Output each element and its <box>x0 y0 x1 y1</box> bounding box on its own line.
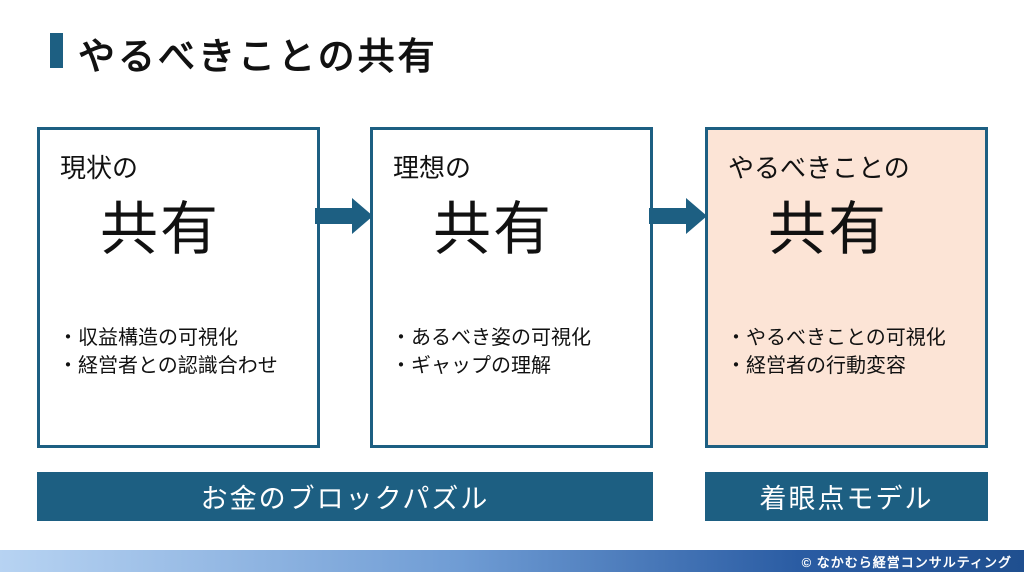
step-bullets: ・あるべき姿の可視化 ・ギャップの理解 <box>391 324 642 381</box>
step-main-text: 共有 <box>100 197 221 262</box>
bullet-item: ・経営者の行動変容 <box>726 355 906 378</box>
title-accent-bar <box>50 33 63 68</box>
bullet-item: ・経営者との認識合わせ <box>58 355 278 378</box>
step-bullets: ・収益構造の可視化 ・経営者との認識合わせ <box>58 324 309 381</box>
step-main-text: 共有 <box>768 197 889 262</box>
copyright-text: © なかむら経営コンサルティング <box>801 554 1012 570</box>
step-bullets: ・やるべきことの可視化 ・経営者の行動変容 <box>726 324 977 381</box>
page-title: やるべきことの共有 <box>78 36 438 77</box>
step-label: 理想の <box>393 153 472 183</box>
tool-label-money-block-puzzle: お金のブロックパズル <box>37 472 653 521</box>
bullet-item: ・やるべきことの可視化 <box>726 327 946 349</box>
arrow-right-icon <box>649 198 707 234</box>
bullet-item: ・ギャップの理解 <box>391 355 551 378</box>
bullet-item: ・収益構造の可視化 <box>58 327 238 349</box>
step-label: 現状の <box>60 153 139 183</box>
step-box-current-state: 現状の 共有 ・収益構造の可視化 ・経営者との認識合わせ <box>37 127 320 448</box>
step-label: やるべきことの <box>728 153 910 183</box>
arrow-right-icon <box>315 198 373 234</box>
step-box-todo: やるべきことの 共有 ・やるべきことの可視化 ・経営者の行動変容 <box>705 127 988 448</box>
tool-label-viewpoint-model: 着眼点モデル <box>705 472 988 521</box>
step-box-ideal-state: 理想の 共有 ・あるべき姿の可視化 ・ギャップの理解 <box>370 127 653 448</box>
step-main-text: 共有 <box>433 197 554 262</box>
footer-bar: © なかむら経営コンサルティング <box>0 550 1024 572</box>
bullet-item: ・あるべき姿の可視化 <box>391 327 591 349</box>
